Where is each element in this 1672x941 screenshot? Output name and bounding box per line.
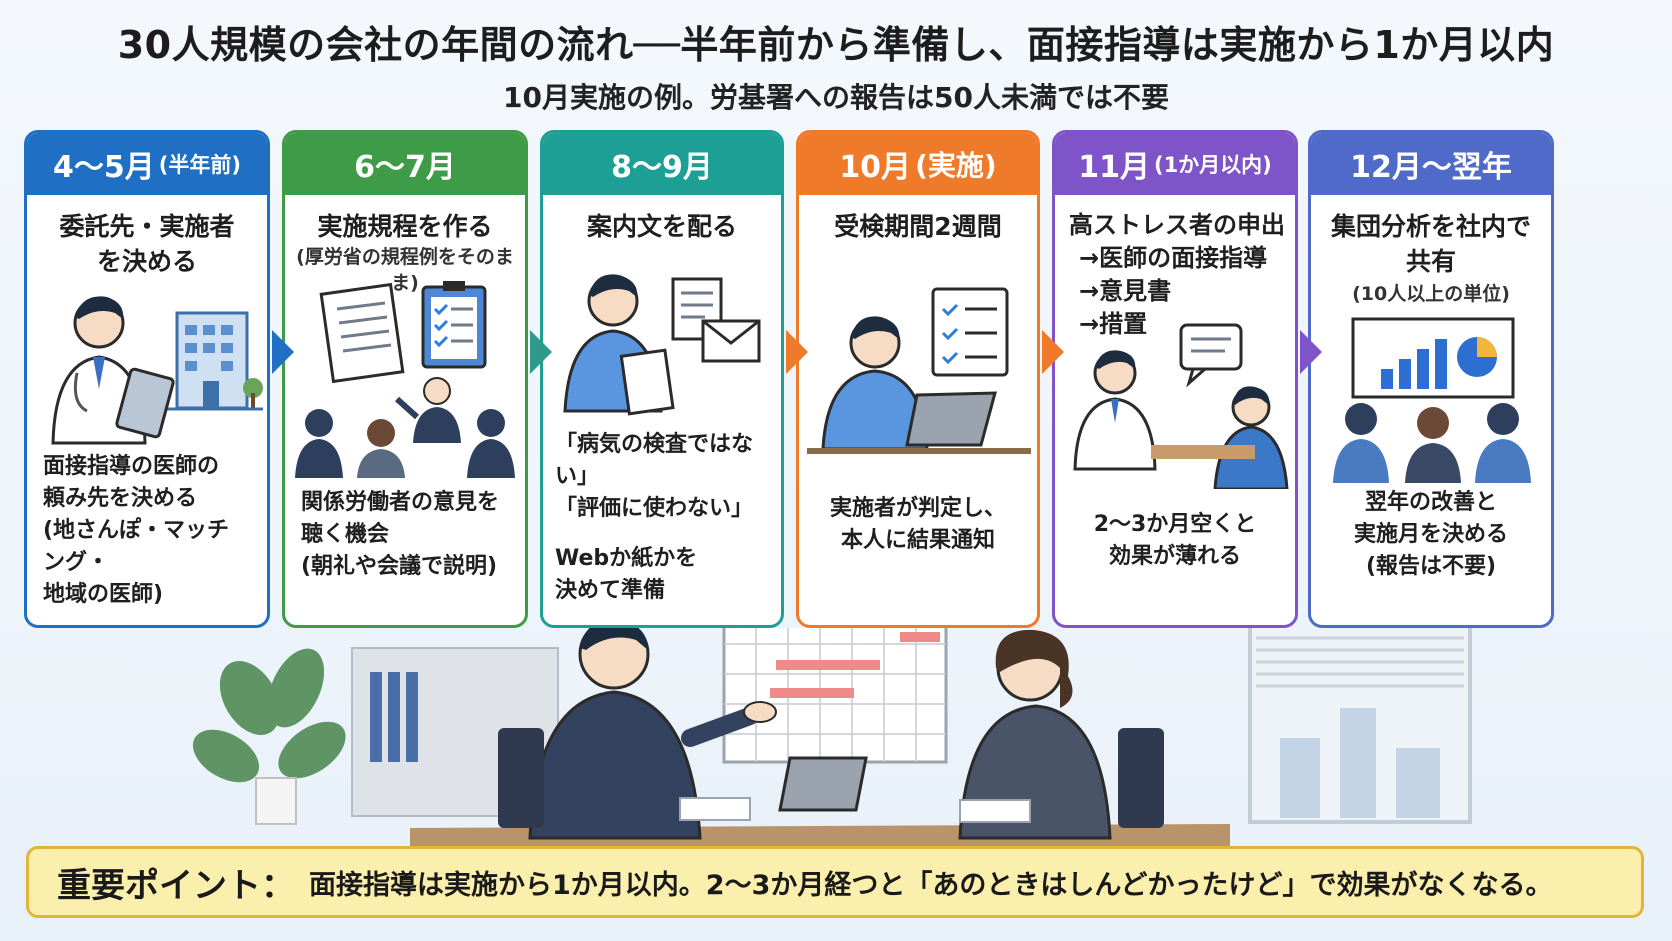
doctor-interview-illustration: [1073, 323, 1289, 489]
step-task-line: 集団分析を社内で: [1330, 212, 1531, 241]
step-task-line: 委託先・実施者: [59, 212, 235, 241]
person-with-laptop-illustration: [807, 287, 1031, 454]
step-header: 4〜5月(半年前): [27, 133, 267, 195]
step-task-line: →意見書: [1079, 277, 1172, 305]
step-detail: 「病気の検査ではない」 「評価に使わない」 Webか紙かを 決めて準備: [543, 429, 781, 607]
step-detail-line: 決めて準備: [555, 578, 666, 603]
group-analysis-illustration: [1333, 317, 1531, 483]
step-task: 受検期間2週間: [799, 209, 1037, 244]
step-task: 委託先・実施者 を決める: [27, 209, 267, 279]
step-month-note: (半年前): [158, 153, 241, 177]
step-header: 12月〜翌年: [1311, 133, 1551, 195]
step-month: 6〜7月: [354, 150, 456, 185]
step-month: 10月: [839, 150, 912, 185]
step-month-note: (1か月以内): [1153, 153, 1272, 177]
step-detail: 面接指導の医師の 頼み先を決める (地さんぽ・マッチング・ 地域の医師): [27, 451, 267, 611]
step-card-oct: 10月(実施) 受検期間2週間 実施者が判定し、 本人に結果通知: [796, 130, 1040, 628]
key-point-text: 面接指導は実施から1か月以内。2〜3か月経つと「あのときはしんどかったけど」で効…: [309, 869, 1553, 901]
step-detail-line: (地さんぽ・マッチング・: [43, 518, 230, 575]
step-detail-line: 翌年の改善と: [1364, 490, 1497, 515]
person-with-notice-illustration: [563, 274, 761, 416]
step-card-apr-may: 4〜5月(半年前) 委託先・実施者 を決める 面接指導の医師の 頼み先を決める …: [24, 130, 270, 628]
step-task-line: 受検期間2週間: [834, 212, 1002, 241]
step-task: 実施規程を作る: [285, 209, 525, 244]
doctor-hospital-illustration: [51, 296, 263, 445]
step-task-line: 案内文を配る: [586, 212, 737, 241]
flow-arrow-icon: [530, 330, 552, 374]
step-detail-line: 実施月を決める: [1353, 522, 1508, 547]
step-card-dec-next-year: 12月〜翌年 集団分析を社内で 共有 (10人以上の単位) 翌年の改善と 実施月…: [1308, 130, 1554, 628]
step-task: 集団分析を社内で 共有: [1311, 209, 1551, 279]
step-detail-line: 面接指導の医師の: [43, 454, 220, 479]
page-subtitle: 10月実施の例。労基署への報告は50人未満では不要: [503, 81, 1169, 114]
step-month: 8〜9月: [611, 150, 713, 185]
step-detail: 関係労働者の意見を 聴く機会 (朝礼や会議で説明): [285, 487, 525, 583]
step-task-line: →医師の面接指導: [1079, 244, 1268, 272]
step-detail-line: 「評価に使わない」: [555, 496, 754, 521]
key-point-label: 重要ポイント：: [57, 865, 295, 906]
flow-arrow-icon: [1042, 330, 1064, 374]
step-header: 8〜9月: [543, 133, 781, 195]
step-task-line: 実施規程を作る: [317, 212, 493, 241]
flow-arrow-icon: [1300, 330, 1322, 374]
step-detail-line: 頼み先を決める: [43, 486, 198, 511]
step-task-line: →措置: [1079, 310, 1148, 338]
step-detail-line: 地域の医師): [43, 582, 164, 607]
office-meeting-illustration: [192, 628, 1472, 848]
step-detail-line: 実施者が判定し、: [829, 496, 1006, 521]
step-detail: 翌年の改善と 実施月を決める (報告は不要): [1311, 487, 1551, 583]
step-task-line: 高ストレス者の申出: [1069, 211, 1285, 239]
key-point-banner: 重要ポイント： 面接指導は実施から1か月以内。2〜3か月経つと「あのときはしんど…: [26, 846, 1644, 918]
step-note: (10人以上の単位): [1352, 283, 1510, 305]
step-month: 4〜5月: [53, 150, 155, 185]
step-detail: 2〜3か月空くと 効果が薄れる: [1055, 509, 1295, 573]
step-task: 案内文を配る: [543, 209, 781, 244]
step-detail-line: 「病気の検査ではない」: [555, 432, 754, 489]
page-title: 30人規模の会社の年間の流れ──半年前から準備し、面接指導は実施から1か月以内: [117, 23, 1555, 67]
step-detail-line: Webか紙かを: [555, 546, 698, 571]
flow-arrow-icon: [786, 330, 808, 374]
step-card-jun-jul: 6〜7月 実施規程を作る (厚労省の規程例をそのまま) 関係労働者の意見を 聴く…: [282, 130, 528, 628]
step-header: 6〜7月: [285, 133, 525, 195]
step-card-aug-sep: 8〜9月 案内文を配る 「病気の検査ではない」 「評価に使わない」 Webか紙か…: [540, 130, 784, 628]
step-note: (厚労省の規程例をそのまま): [296, 246, 514, 294]
step-task-line: を決める: [96, 247, 197, 276]
step-card-nov: 11月(1か月以内) 高ストレス者の申出 →医師の面接指導 →意見書 →措置 2…: [1052, 130, 1298, 628]
step-detail-line: (報告は不要): [1365, 554, 1497, 579]
flow-arrow-icon: [272, 330, 294, 374]
step-detail: 実施者が判定し、 本人に結果通知: [799, 493, 1037, 557]
step-task-line: 共有: [1405, 247, 1456, 276]
step-header: 11月(1か月以内): [1055, 133, 1295, 195]
step-detail-line: 関係労働者の意見を: [301, 490, 500, 515]
step-month: 12月〜翌年: [1350, 150, 1512, 185]
step-detail-line: (朝礼や会議で説明): [301, 554, 498, 579]
step-month-note: (実施): [915, 149, 997, 182]
step-detail-line: 効果が薄れる: [1108, 544, 1241, 569]
step-task: 高ストレス者の申出 →医師の面接指導 →意見書 →措置: [1055, 209, 1295, 341]
step-detail-line: [555, 525, 769, 543]
step-detail-line: 2〜3か月空くと: [1093, 512, 1257, 537]
step-detail-line: 聴く機会: [301, 522, 390, 547]
step-month: 11月: [1078, 150, 1150, 185]
step-header: 10月(実施): [799, 133, 1037, 195]
rules-meeting-illustration: [295, 281, 515, 478]
step-detail-line: 本人に結果通知: [840, 528, 995, 553]
